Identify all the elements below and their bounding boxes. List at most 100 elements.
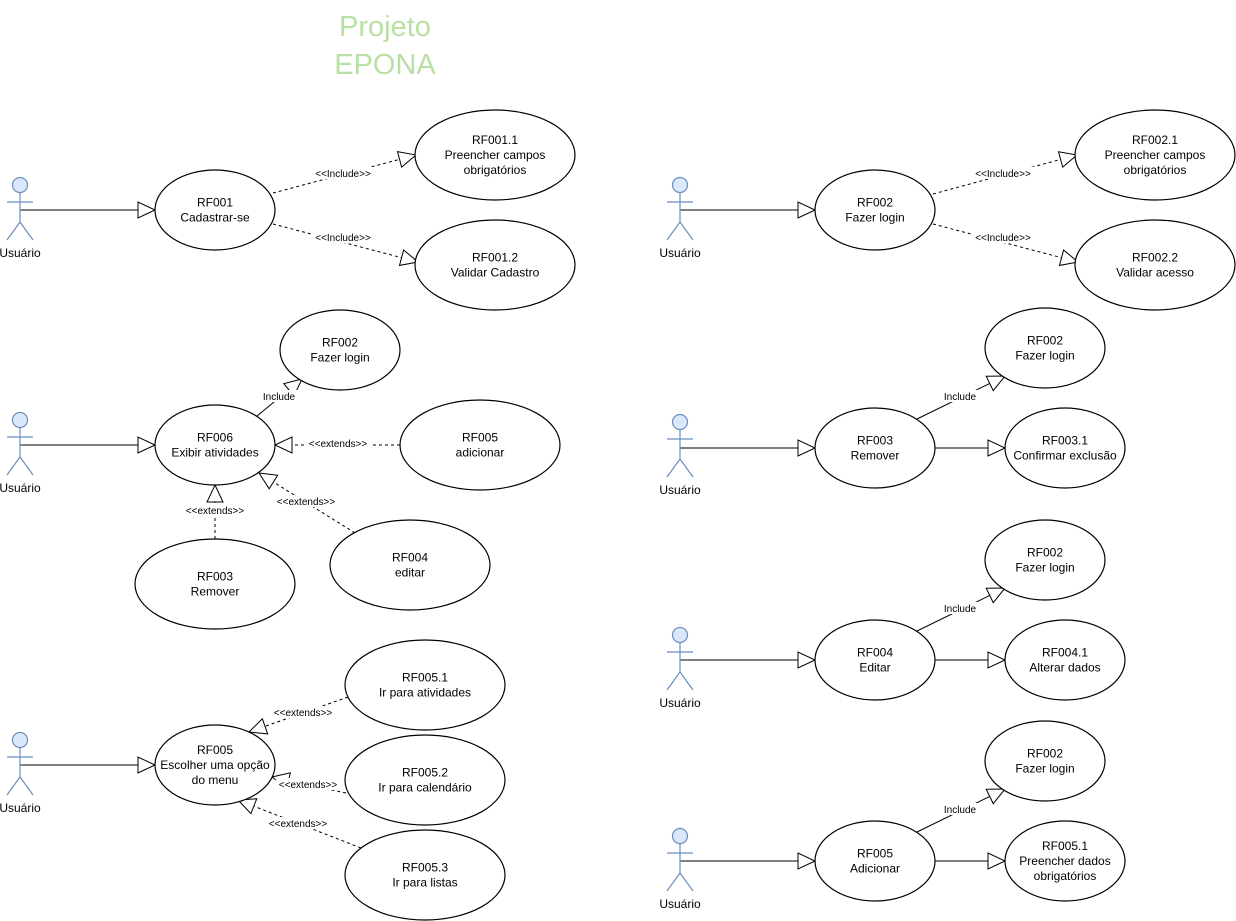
usecase-ellipse <box>414 219 576 311</box>
usecase-u15[interactable]: RF005.1Ir para atividades <box>344 639 506 731</box>
edge-label-bg <box>305 437 371 449</box>
actor-a6[interactable]: Usuário <box>659 626 701 711</box>
actor-body <box>666 192 694 241</box>
usecase-label: Preencher dados <box>1019 854 1110 868</box>
usecase-label: Escolher uma opção <box>160 758 270 772</box>
edge-u13-u14 <box>935 439 1007 457</box>
actor-a2[interactable]: Usuário <box>659 176 701 261</box>
usecase-label: RF002.2 <box>1132 251 1178 265</box>
usecase-label: RF001.1 <box>472 133 518 147</box>
edge-label-bg <box>970 167 1036 179</box>
usecase-label: RF001 <box>197 196 233 210</box>
actor-a3[interactable]: Usuário <box>0 411 41 496</box>
usecase-label: RF005.1 <box>402 671 448 685</box>
usecase-label: Preencher campos <box>445 148 546 162</box>
usecase-label: RF004 <box>857 646 893 660</box>
edge-u23-u22: Include <box>916 788 1007 833</box>
actor-head <box>671 626 689 644</box>
usecase-ellipse <box>154 404 276 486</box>
usecase-label: obrigatórios <box>1124 163 1187 177</box>
actor-label: Usuário <box>659 897 701 911</box>
usecase-ellipse <box>344 829 506 921</box>
edge-a7-u23 <box>680 852 817 870</box>
usecase-label: Fazer login <box>1015 349 1074 363</box>
usecase-label: Fazer login <box>310 351 369 365</box>
edge-u23-u24 <box>935 852 1007 870</box>
usecase-label: editar <box>395 566 425 580</box>
edge-line <box>253 805 362 849</box>
usecase-label: Alterar dados <box>1029 661 1100 675</box>
actor-body <box>666 843 694 892</box>
usecase-label: RF006 <box>197 431 233 445</box>
usecase-u17[interactable]: RF005.2Ir para calendário <box>344 734 506 826</box>
actor-a4[interactable]: Usuário <box>659 413 701 498</box>
actor-head <box>11 731 29 749</box>
edge-u20-u21 <box>935 651 1007 669</box>
connectors: <<Include>><<Include>><<Include>><<Inclu… <box>20 151 1080 870</box>
actor-body <box>666 642 694 691</box>
usecase-label: RF005 <box>197 743 233 757</box>
edge-line <box>272 158 400 194</box>
usecase-label: RF002 <box>1027 747 1063 761</box>
edge-label: <<extends>> <box>309 439 368 450</box>
edge-a1-u1 <box>20 201 157 219</box>
title-line-1: Projeto <box>339 11 431 43</box>
edge-label-bg <box>938 602 982 614</box>
usecase-ellipse <box>1074 109 1236 201</box>
edge-arrowhead <box>206 483 224 503</box>
edge-arrowhead <box>797 201 817 219</box>
edge-a3-u8 <box>20 436 157 454</box>
edge-label-bg <box>310 167 376 179</box>
actor-a7[interactable]: Usuário <box>659 827 701 912</box>
actor-label: Usuário <box>0 481 41 495</box>
edge-u13-u12: Include <box>916 375 1007 420</box>
edge-arrowhead <box>985 587 1007 604</box>
usecase-label: RF005 <box>857 847 893 861</box>
usecase-label: do menu <box>192 773 239 787</box>
actor-a1[interactable]: Usuário <box>0 176 41 261</box>
edge-label: Include <box>944 604 977 615</box>
usecase-label: Ir para atividades <box>379 686 471 700</box>
usecase-ellipse <box>154 169 276 251</box>
edge-u8-u7: Include <box>256 378 303 417</box>
edge-label-bg <box>938 803 982 815</box>
actor-head <box>671 413 689 431</box>
usecase-label: Remover <box>191 585 240 599</box>
edge-u10-u8: <<extends>> <box>182 483 248 539</box>
actor-a5[interactable]: Usuário <box>0 731 41 816</box>
usecase-u18[interactable]: RF005.3Ir para listas <box>344 829 506 921</box>
usecase-label: RF003 <box>857 434 893 448</box>
edge-label-bg <box>270 706 336 718</box>
usecase-label: Ir para listas <box>392 876 457 890</box>
actor-head <box>671 827 689 845</box>
edge-u11-u8: <<extends>> <box>258 472 356 534</box>
edge-a5-u16 <box>20 756 157 774</box>
edge-u15-u16: <<extends>> <box>247 696 349 735</box>
edge-arrowhead <box>985 375 1007 392</box>
edge-label: <<extends>> <box>269 819 328 830</box>
usecase-label: Preencher campos <box>1105 148 1206 162</box>
actor-head <box>11 411 29 429</box>
